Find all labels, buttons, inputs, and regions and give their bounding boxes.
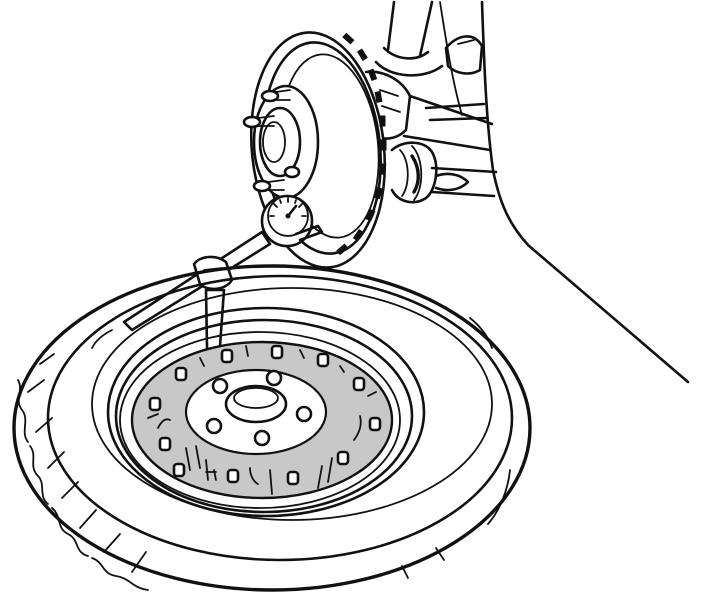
wheel-stud [252,179,285,193]
wheel-rim [106,306,426,518]
tyre [12,264,532,592]
rim-vent-holes [148,344,382,486]
tyre-tread [17,353,149,591]
suspension-assembly [364,0,498,204]
wheel-stud [260,89,291,103]
wheel-stud [283,165,301,179]
dial-gauge [260,194,324,248]
wheel-arch-outline [439,0,690,384]
rim-stamping [147,345,377,495]
wheel-stud [242,115,275,129]
